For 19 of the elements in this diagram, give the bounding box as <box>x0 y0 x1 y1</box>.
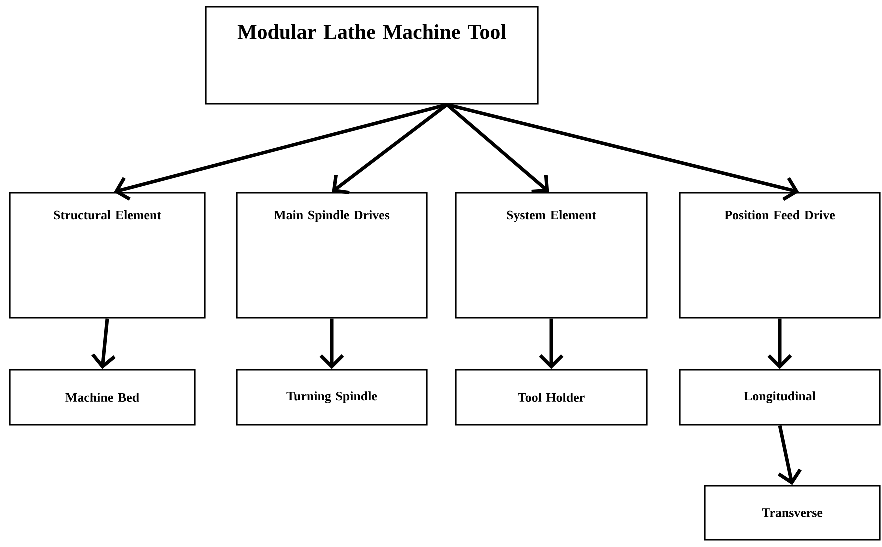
arrow <box>778 425 802 486</box>
box: Turning Spindle <box>236 369 428 426</box>
box: Tool Holder <box>455 369 648 426</box>
box: System Element <box>455 192 648 319</box>
box: Machine Bed <box>9 369 196 426</box>
box: Position Feed Drive <box>679 192 881 319</box>
arrow <box>768 318 792 370</box>
arrow <box>114 103 448 201</box>
arrow <box>92 318 116 370</box>
arrow <box>446 103 550 194</box>
box: Modular Lathe Machine Tool <box>205 6 539 105</box>
arrow <box>320 318 344 370</box>
arrow <box>539 318 564 370</box>
arrow <box>332 103 448 195</box>
box: Transverse <box>704 485 881 541</box>
box: Structural Element <box>9 192 206 319</box>
box: Main Spindle Drives <box>236 192 428 319</box>
arrow <box>446 103 800 202</box>
box: Longitudinal <box>679 369 881 426</box>
